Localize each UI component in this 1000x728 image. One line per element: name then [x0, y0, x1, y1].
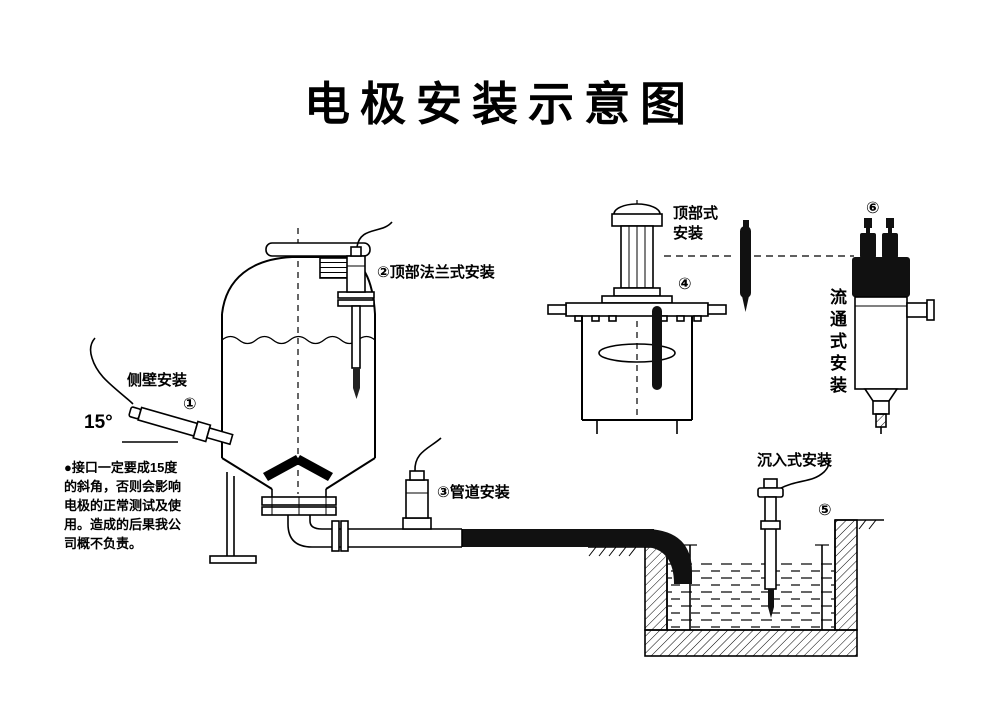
submersion-electrode	[757, 457, 830, 618]
label-top-mount-line2: 安装	[673, 225, 704, 242]
pipeline-section	[287, 437, 692, 584]
warning-note: ●接口一定要成15度 的斜角，否则会影响 电极的正常测试及使 用。造成的后果我公…	[64, 458, 181, 553]
label-side-wall: 侧壁安装	[127, 372, 188, 389]
warning-line: 司概不负责。	[64, 536, 143, 551]
label-top-mount-line1: 顶部式	[673, 205, 719, 222]
top-mount-tank	[547, 200, 727, 434]
warning-line: 用。造成的后果我公	[64, 517, 182, 532]
label-flow-vertical: 流通式安装	[827, 288, 846, 398]
num-submersion: ⑤	[818, 502, 832, 519]
label-pipeline: ③管道安装	[437, 484, 510, 501]
top-flange-electrode	[337, 221, 393, 399]
num-side-wall: ①	[183, 396, 197, 413]
main-tank	[209, 228, 376, 564]
num-flow: ⑥	[866, 200, 880, 217]
warning-line: ●接口一定要成15度	[64, 460, 178, 475]
label-top-flange: ②顶部法兰式安装	[377, 264, 495, 281]
diagram-title: 电极安装示意图	[304, 79, 696, 130]
label-top-mount: 顶部式 安装	[673, 204, 718, 244]
warning-line: 电极的正常测试及使	[64, 498, 182, 513]
warning-line: 的斜角，否则会影响	[64, 479, 182, 494]
probe-electrode	[664, 220, 854, 312]
side-electrode	[89, 337, 234, 446]
label-angle-15: 15°	[84, 412, 113, 433]
label-submersion: 沉入式安装	[757, 452, 833, 469]
sump-pit	[588, 519, 884, 657]
num-top-mount: ④	[678, 276, 692, 293]
flow-cell	[852, 218, 935, 434]
